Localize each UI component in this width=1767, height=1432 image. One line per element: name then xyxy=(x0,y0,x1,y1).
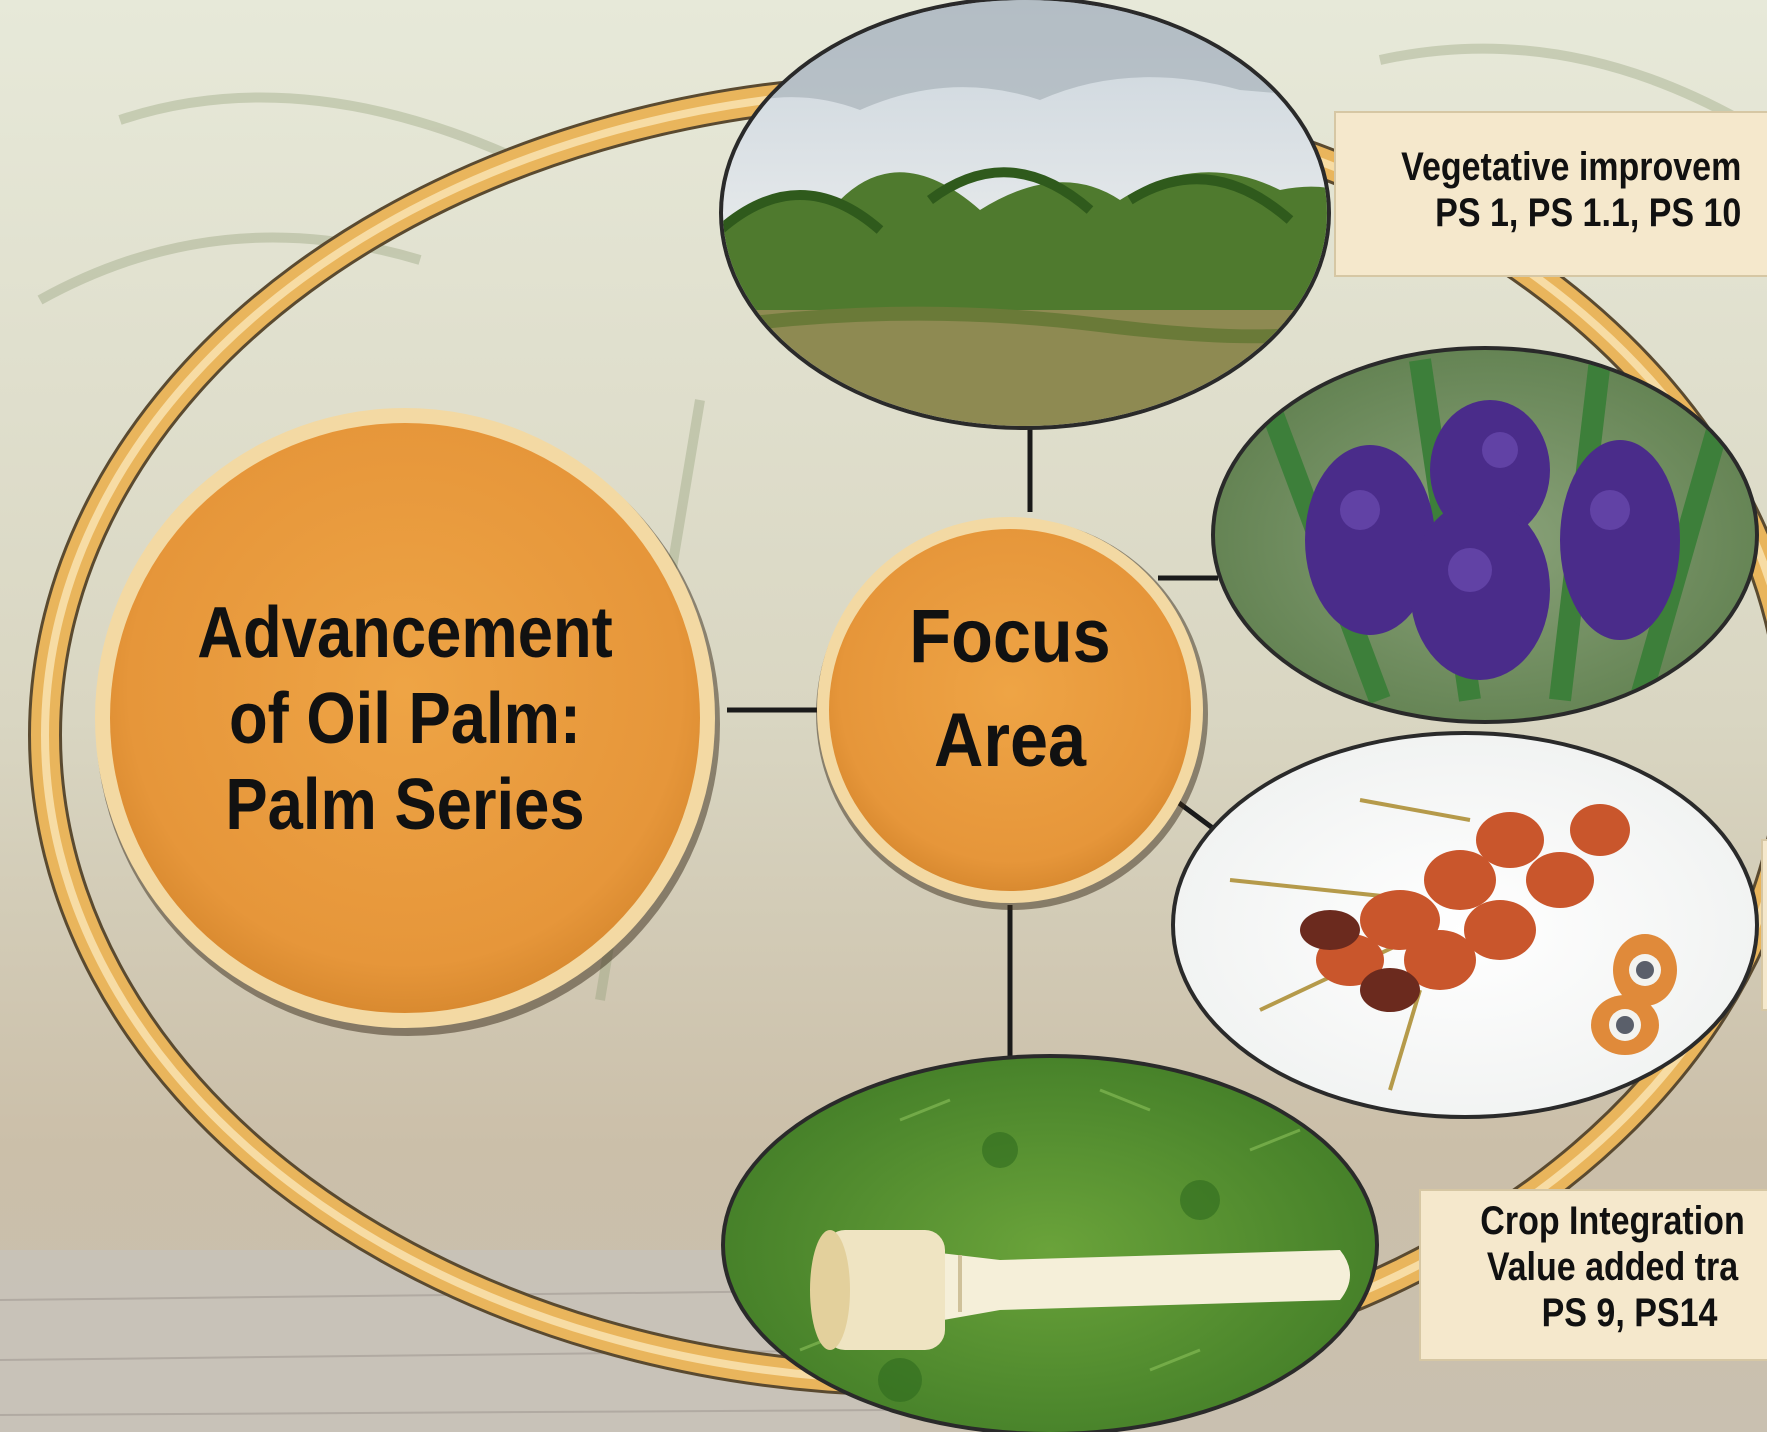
main-circle-line: Palm Series xyxy=(145,762,664,848)
callout-box-middle xyxy=(1762,840,1767,1010)
callout-line: Vegetative improvem xyxy=(1380,144,1763,190)
main-circle-line: Advancement xyxy=(145,590,664,676)
main-circle-line: of Oil Palm: xyxy=(145,676,664,762)
focus-circle-line: Area xyxy=(839,689,1181,793)
focus-circle-line: Focus xyxy=(839,585,1181,689)
callout-line: Crop Integration xyxy=(1468,1198,1757,1244)
callout-vegetative: Vegetative improvem PS 1, PS 1.1, PS 10 xyxy=(1380,144,1763,236)
main-circle-label: Advancement of Oil Palm: Palm Series xyxy=(145,590,664,848)
callout-crop-integration: Crop Integration Value added tra PS 9, P… xyxy=(1468,1198,1757,1336)
callout-line: PS 1, PS 1.1, PS 10 xyxy=(1380,190,1763,236)
callout-line: Value added tra xyxy=(1468,1244,1757,1290)
focus-circle-label: Focus Area xyxy=(839,585,1181,793)
callout-line: PS 9, PS14 xyxy=(1468,1290,1757,1336)
